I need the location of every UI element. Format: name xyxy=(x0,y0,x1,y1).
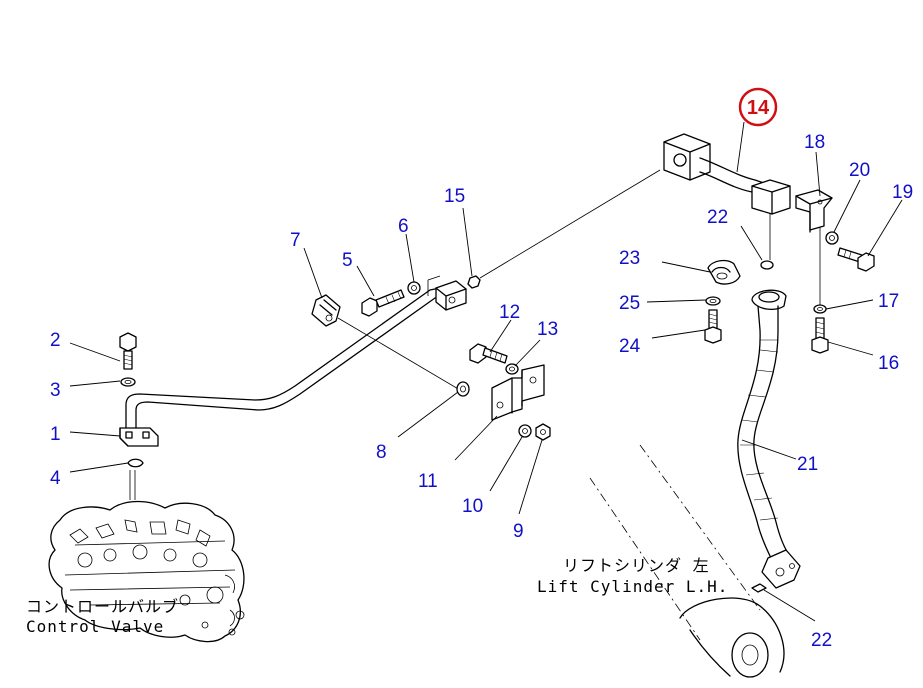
part-21-hose xyxy=(737,289,801,589)
part-6-washer xyxy=(407,281,421,295)
lift-cylinder-caption-en: Lift Cylinder L.H. xyxy=(537,577,728,596)
callout-23[interactable]: 23 xyxy=(619,248,640,269)
part-16-bolt xyxy=(811,317,829,354)
control-valve xyxy=(48,470,245,643)
callout-12[interactable]: 12 xyxy=(499,302,520,323)
callout-22-upper[interactable]: 22 xyxy=(707,207,728,228)
part-24-bolt xyxy=(704,309,722,344)
callout-15[interactable]: 15 xyxy=(444,186,465,207)
callout-22-lower[interactable]: 22 xyxy=(811,630,832,651)
leader-lines xyxy=(69,121,903,622)
part-9-nut xyxy=(535,423,551,441)
part-22-o-ring-lower xyxy=(751,583,767,593)
part-15-o-ring xyxy=(467,275,481,289)
callout-5[interactable]: 5 xyxy=(342,250,353,271)
callout-18[interactable]: 18 xyxy=(804,132,825,153)
control-valve-caption-en: Control Valve xyxy=(26,617,164,636)
callout-7[interactable]: 7 xyxy=(290,230,301,251)
part-13-washer xyxy=(505,363,519,375)
captions: コントロールバルブ Control Valve リフトシリンダ 左 Lift C… xyxy=(26,556,728,636)
part-3-washer xyxy=(120,377,136,387)
callout-16[interactable]: 16 xyxy=(878,353,899,374)
part-11-bracket xyxy=(491,364,545,421)
tube-end-block xyxy=(435,280,467,311)
callout-21[interactable]: 21 xyxy=(797,454,818,475)
part-20-washer xyxy=(825,231,839,245)
callout-3[interactable]: 3 xyxy=(50,380,61,401)
callout-19[interactable]: 19 xyxy=(892,182,913,203)
control-valve-caption-jp: コントロールバルブ xyxy=(26,597,179,616)
lift-cylinder xyxy=(589,444,785,678)
part-10-washer xyxy=(518,424,532,438)
callout-17[interactable]: 17 xyxy=(878,291,899,312)
part-7-clip xyxy=(311,294,341,327)
part-25-washer xyxy=(705,296,721,306)
part-22-o-ring-upper xyxy=(760,260,774,270)
callout-14-highlight[interactable]: 14 xyxy=(738,87,778,127)
callout-13[interactable]: 13 xyxy=(537,319,558,340)
callout-10[interactable]: 10 xyxy=(462,496,483,517)
lift-cylinder-caption-jp: リフトシリンダ 左 xyxy=(563,556,710,575)
callout-11[interactable]: 11 xyxy=(418,471,438,492)
callout-20[interactable]: 20 xyxy=(849,160,870,181)
part-17-washer xyxy=(813,304,827,314)
part-19-bolt xyxy=(837,247,875,272)
callout-9[interactable]: 9 xyxy=(513,521,524,542)
callout-4[interactable]: 4 xyxy=(50,468,61,489)
part-4-o-ring xyxy=(127,458,144,468)
tube-left xyxy=(125,287,445,429)
part-18-bracket xyxy=(795,189,833,233)
part-12-bolt xyxy=(469,343,508,364)
callout-numbers: 2 3 1 4 7 5 6 15 12 13 8 11 10 9 14 18 2… xyxy=(50,87,913,651)
callout-24[interactable]: 24 xyxy=(619,336,641,357)
part-23-split-flange xyxy=(707,259,741,285)
callout-2[interactable]: 2 xyxy=(50,330,61,351)
part-14-hose-block xyxy=(663,133,791,215)
part-1-split-flange xyxy=(119,427,159,447)
callout-25[interactable]: 25 xyxy=(619,293,640,314)
part-8-spacer xyxy=(456,381,470,397)
part-5-bolt xyxy=(361,289,405,317)
callout-6[interactable]: 6 xyxy=(398,216,409,237)
callout-8[interactable]: 8 xyxy=(376,442,387,463)
callout-1[interactable]: 1 xyxy=(50,424,61,445)
callout-14[interactable]: 14 xyxy=(747,97,770,119)
part-2-bolt xyxy=(119,332,137,370)
